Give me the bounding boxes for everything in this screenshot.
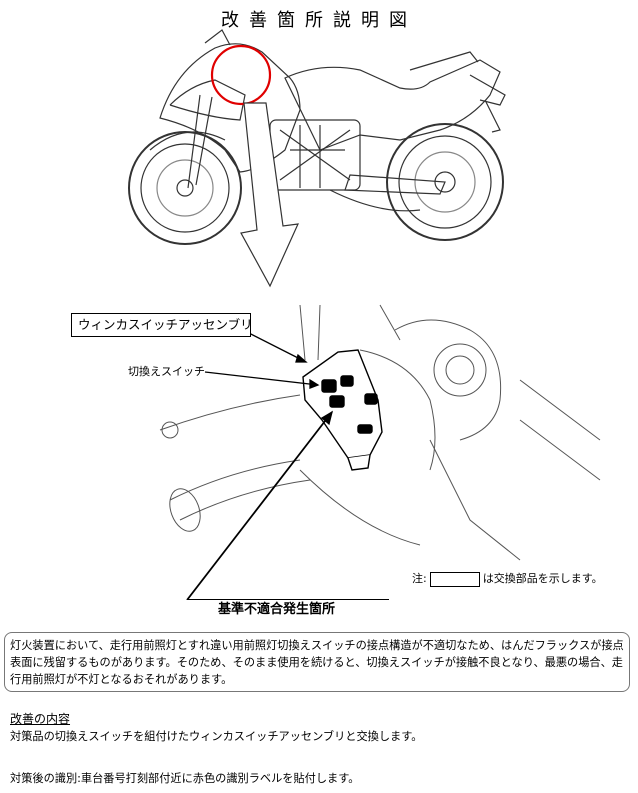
dimmer-switch-button: [321, 379, 337, 393]
assembly-label: ウィンカスイッチアッセンブリ: [71, 313, 253, 337]
description-text: 灯火装置において、走行用前照灯とすれ違い用前照灯切換えスイッチの接点構造が不適切…: [10, 639, 624, 686]
fix-heading: 改善の内容: [10, 712, 71, 726]
handlebar-detail-drawing: [159, 304, 601, 561]
note-suffix: は交換部品を示します。: [482, 572, 603, 585]
down-arrow: [240, 102, 299, 288]
page-title: 改善箇所説明図: [221, 10, 417, 31]
motorcycle-illustration: [128, 29, 601, 600]
switch-housing: [302, 349, 383, 471]
defect-location-heading: 基準不適合発生箇所: [218, 602, 336, 617]
identification-text: 対策後の識別:車台番号打刻部付近に赤色の識別ラベルを貼付します。: [10, 772, 360, 785]
switch-label: 切換えスイッチ: [128, 365, 205, 378]
note-prefix: 注:: [412, 572, 427, 585]
replacement-note: 注: は交換部品を示します。: [412, 570, 603, 587]
legend-box: [429, 571, 480, 587]
highlight-circle: [210, 44, 272, 106]
motorcycle-drawing: [128, 29, 506, 245]
fix-text: 対策品の切換えスイッチを組付けたウィンカスイッチアッセンブリと交換します。: [10, 730, 423, 743]
description-box: [4, 632, 630, 692]
